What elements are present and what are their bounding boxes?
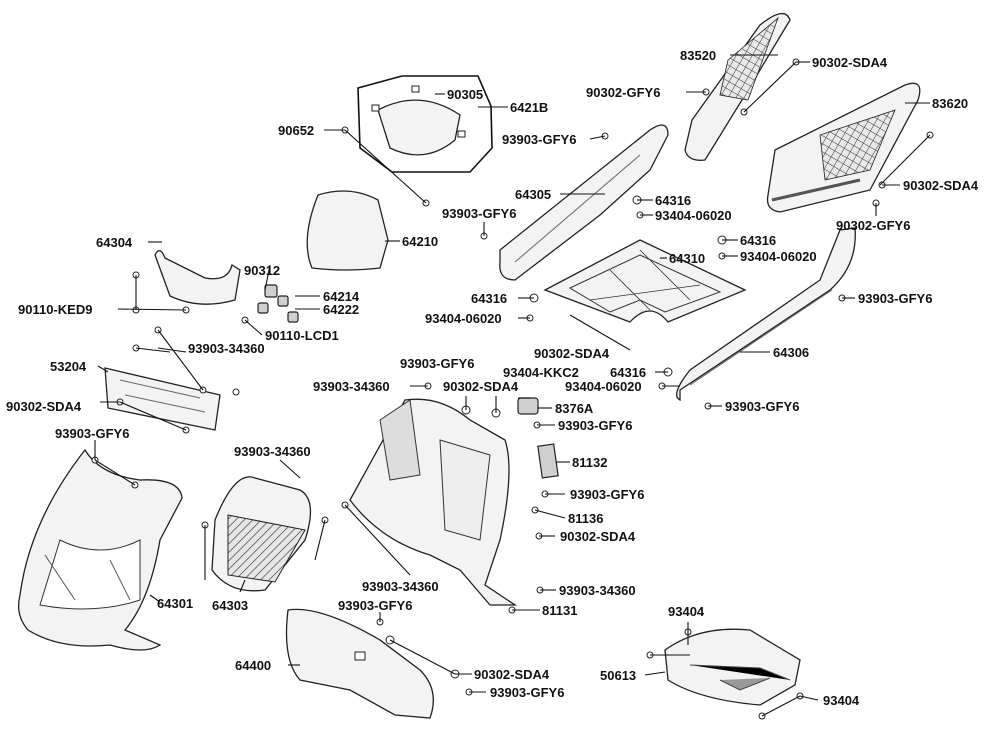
part-main-leg-shield <box>349 398 518 606</box>
part-83620-vent-cover <box>766 82 921 213</box>
label-64316-c: 64316 <box>471 291 507 306</box>
label-64303: 64303 <box>212 598 248 613</box>
label-93903-gfy6-c: 93903-GFY6 <box>858 291 932 306</box>
label-64316-b: 64316 <box>740 233 776 248</box>
part-64400-floor-cover <box>285 608 434 719</box>
label-81131: 81131 <box>542 603 577 618</box>
label-90302-sda4-d: 90302-SDA4 <box>560 529 636 544</box>
label-83620: 83620 <box>932 96 968 111</box>
part-8376a-bracket <box>517 397 539 415</box>
part-83520-vent-cover <box>684 13 791 161</box>
part-64210-windscreen <box>306 190 389 271</box>
part-50613-under-panel <box>664 628 801 706</box>
label-90305: 90305 <box>447 87 483 102</box>
part-64310-floor-panel <box>543 239 747 323</box>
label-64222: 64222 <box>323 302 359 317</box>
label-64306: 64306 <box>773 345 809 360</box>
label-90302-sda4-e: 90302-SDA4 <box>474 667 550 682</box>
inset-box-6421b <box>357 75 493 173</box>
label-93903-34360-b: 93903-34360 <box>313 379 390 394</box>
label-90302-sda4-c: 90302-SDA4 <box>443 379 519 394</box>
label-93903-gfy6-j: 93903-GFY6 <box>490 685 564 700</box>
label-6421b: 6421B <box>510 100 548 115</box>
label-93903-34360-c: 93903-34360 <box>234 444 311 459</box>
part-64303-front-grille <box>211 476 312 592</box>
part-64304-small-cover <box>154 250 241 305</box>
label-64316-a: 64316 <box>655 193 691 208</box>
label-90110-ked9: 90110-KED9 <box>18 302 92 317</box>
label-64301: 64301 <box>157 596 193 611</box>
label-93903-34360-e: 93903-34360 <box>559 583 636 598</box>
label-93903-gfy6-i: 93903-GFY6 <box>338 598 412 613</box>
label-90302-gfy6-top: 90302-GFY6 <box>586 85 660 100</box>
label-81132: 81132 <box>572 455 607 470</box>
label-93404-b: 93404 <box>823 693 860 708</box>
label-93903-gfy6-a: 93903-GFY6 <box>502 132 576 147</box>
label-93404-06020-d: 93404-06020 <box>565 379 642 394</box>
label-93404-06020-a: 93404-06020 <box>655 208 732 223</box>
label-90110-lcd1: 90110-LCD1 <box>265 328 339 343</box>
label-90652: 90652 <box>278 123 314 138</box>
label-53204: 53204 <box>50 359 87 374</box>
label-93903-gfy6-h: 93903-GFY6 <box>570 487 644 502</box>
label-90302-sda4-left: 90302-SDA4 <box>6 399 82 414</box>
label-93903-gfy6-d: 93903-GFY6 <box>400 356 474 371</box>
label-93903-gfy6-b: 93903-GFY6 <box>442 206 516 221</box>
label-90302-gfy6-right: 90302-GFY6 <box>836 218 910 233</box>
label-64305: 64305 <box>515 187 551 202</box>
label-93903-gfy6-g: 93903-GFY6 <box>55 426 129 441</box>
part-81132-reflector <box>537 443 559 479</box>
part-64301-front-shield <box>17 448 183 651</box>
label-93404-kkc2: 93404-KKC2 <box>503 365 579 380</box>
part-64305-side-rail <box>499 124 669 281</box>
label-93404-a: 93404 <box>668 604 705 619</box>
label-90312: 90312 <box>244 263 280 278</box>
label-81136: 81136 <box>568 511 603 526</box>
leader-lines <box>94 54 931 717</box>
label-90302-sda4-top: 90302-SDA4 <box>812 55 888 70</box>
label-93903-34360-d: 93903-34360 <box>362 579 439 594</box>
label-64304: 64304 <box>96 235 133 250</box>
label-83520: 83520 <box>680 48 716 63</box>
label-64316-d: 64316 <box>610 365 646 380</box>
label-90302-sda4-mid: 90302-SDA4 <box>534 346 610 361</box>
label-64214: 64214 <box>323 289 360 304</box>
label-90302-sda4-right: 90302-SDA4 <box>903 178 979 193</box>
part-labels: 83520 90302-SDA4 90302-GFY6 83620 90305 … <box>6 48 979 708</box>
label-93404-06020-c: 93404-06020 <box>425 311 502 326</box>
label-93903-34360-a: 93903-34360 <box>188 341 265 356</box>
label-8376a: 8376A <box>555 401 594 416</box>
label-50613: 50613 <box>600 668 636 683</box>
label-93404-06020-b: 93404-06020 <box>740 249 817 264</box>
part-64306-side-rail <box>676 227 856 402</box>
part-53204-inner-frame <box>104 367 221 431</box>
label-93903-gfy6-e: 93903-GFY6 <box>725 399 799 414</box>
label-64310: 64310 <box>669 251 705 266</box>
label-64210: 64210 <box>402 234 438 249</box>
fastener-cluster-90312 <box>257 284 299 323</box>
label-93903-gfy6-f: 93903-GFY6 <box>558 418 632 433</box>
label-64400: 64400 <box>235 658 271 673</box>
